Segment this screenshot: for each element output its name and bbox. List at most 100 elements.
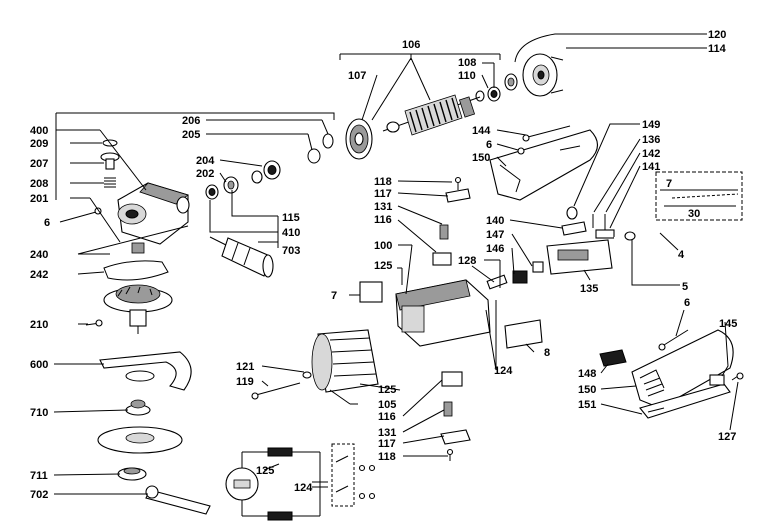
label-204: 204 bbox=[196, 155, 215, 167]
label-205: 205 bbox=[182, 129, 200, 141]
label-107: 107 bbox=[348, 70, 366, 82]
label-108: 108 bbox=[458, 57, 476, 69]
part-fan bbox=[345, 118, 373, 160]
label-144: 144 bbox=[472, 125, 491, 137]
part-power-cable bbox=[613, 224, 701, 241]
part-switch-lever-140 bbox=[561, 221, 587, 236]
label-140: 140 bbox=[486, 215, 504, 227]
label-7-inset: 7 bbox=[666, 178, 672, 190]
label-105: 105 bbox=[378, 399, 396, 411]
part-bearing-110 bbox=[475, 86, 501, 102]
label-125-mid: 125 bbox=[378, 384, 396, 396]
part-brush-holder-upper bbox=[432, 252, 452, 266]
part-nut-6 bbox=[517, 147, 525, 155]
part-bearing-202 bbox=[205, 176, 239, 200]
part-plug-149 bbox=[566, 206, 578, 220]
part-motor-housing bbox=[395, 279, 491, 347]
part-handle-upper bbox=[489, 129, 599, 201]
part-inner-flange bbox=[125, 399, 151, 416]
part-switch-147 bbox=[532, 261, 544, 273]
part-grinding-disc bbox=[97, 426, 183, 454]
label-110: 110 bbox=[458, 70, 476, 82]
part-bearing-108 bbox=[504, 73, 518, 91]
label-400: 400 bbox=[30, 125, 48, 137]
label-149: 149 bbox=[642, 119, 660, 131]
label-116-upper: 116 bbox=[374, 214, 392, 226]
label-703: 703 bbox=[282, 245, 300, 257]
part-button-207 bbox=[100, 152, 120, 170]
part-circlip-206 bbox=[322, 133, 334, 149]
label-202: 202 bbox=[196, 168, 214, 180]
part-screw-119 bbox=[251, 382, 301, 400]
part-handle-lower bbox=[631, 329, 734, 409]
label-128: 128 bbox=[458, 255, 476, 267]
label-135: 135 bbox=[580, 283, 598, 295]
label-127: 127 bbox=[718, 431, 736, 443]
part-switch-146 bbox=[512, 270, 528, 284]
label-118-upper: 118 bbox=[374, 176, 392, 188]
label-240: 240 bbox=[30, 249, 48, 261]
label-125-schematic: 125 bbox=[256, 465, 274, 477]
label-207: 207 bbox=[30, 158, 48, 170]
label-6-top: 6 bbox=[486, 139, 492, 151]
part-screw-210 bbox=[85, 319, 103, 327]
label-117-upper: 117 bbox=[374, 188, 392, 200]
label-131-upper: 131 bbox=[374, 201, 392, 213]
part-brush-cap-lower bbox=[440, 429, 471, 445]
part-brush-screw-upper bbox=[454, 176, 462, 190]
part-cable-clamp bbox=[595, 229, 615, 239]
part-gasket bbox=[103, 260, 169, 281]
part-spring-208 bbox=[104, 177, 116, 188]
part-screw-127 bbox=[731, 372, 744, 381]
part-washer-209 bbox=[102, 139, 118, 147]
part-clamp-nut bbox=[117, 467, 147, 481]
label-147: 147 bbox=[486, 229, 504, 241]
label-4: 4 bbox=[678, 249, 685, 261]
label-124-schematic: 124 bbox=[294, 482, 313, 494]
label-142: 142 bbox=[642, 148, 660, 160]
label-124-mid: 124 bbox=[494, 365, 513, 377]
part-nut-121 bbox=[302, 371, 312, 379]
part-handle-cover-151 bbox=[639, 383, 731, 419]
label-117-lower: 117 bbox=[378, 438, 396, 450]
label-6-right: 6 bbox=[684, 297, 690, 309]
part-bearing-204 bbox=[251, 160, 281, 184]
label-114: 114 bbox=[708, 43, 727, 55]
label-30: 30 bbox=[688, 208, 700, 220]
inset-cable-detail bbox=[655, 171, 743, 221]
part-switch-block bbox=[546, 239, 613, 275]
label-209: 209 bbox=[30, 138, 48, 150]
label-145: 145 bbox=[719, 318, 737, 330]
part-brush-screw-lower bbox=[446, 448, 454, 461]
label-410: 410 bbox=[282, 227, 300, 239]
label-120: 120 bbox=[708, 29, 726, 41]
label-106: 106 bbox=[402, 39, 420, 51]
label-201: 201 bbox=[30, 193, 48, 205]
part-label-8 bbox=[504, 319, 543, 349]
label-131-lower: 131 bbox=[378, 427, 396, 439]
part-screw-6-head bbox=[59, 207, 102, 223]
label-8: 8 bbox=[544, 347, 550, 359]
label-136: 136 bbox=[642, 134, 660, 146]
label-119: 119 bbox=[236, 376, 254, 388]
label-150-top: 150 bbox=[472, 152, 490, 164]
wiring-schematic bbox=[225, 443, 376, 521]
part-carbon-brush-lower bbox=[443, 401, 453, 417]
part-armature bbox=[382, 94, 481, 136]
part-screw-6-lower bbox=[658, 329, 689, 351]
label-116-lower: 116 bbox=[378, 411, 396, 423]
label-150-bottom: 150 bbox=[578, 384, 596, 396]
label-121: 121 bbox=[236, 361, 254, 373]
label-115: 115 bbox=[282, 212, 300, 224]
part-side-handle bbox=[209, 236, 274, 278]
label-6-left: 6 bbox=[44, 217, 50, 229]
part-spindle-assembly bbox=[103, 284, 173, 334]
part-spanner bbox=[145, 485, 211, 515]
label-711: 711 bbox=[30, 470, 48, 482]
part-stator bbox=[311, 329, 379, 393]
label-7-left: 7 bbox=[331, 290, 337, 302]
part-switch-148 bbox=[599, 349, 627, 367]
part-brush-cap-upper bbox=[445, 188, 471, 203]
label-210: 210 bbox=[30, 319, 48, 331]
